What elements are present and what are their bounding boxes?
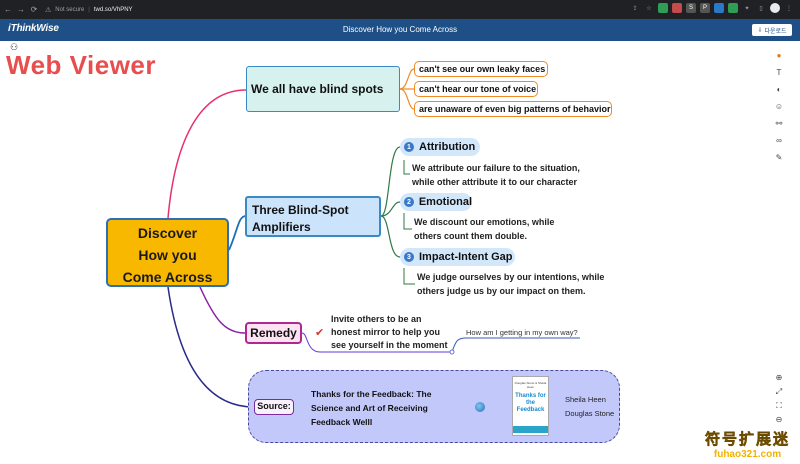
ext-s-icon[interactable]: S bbox=[686, 3, 696, 13]
back-icon[interactable]: ← bbox=[4, 5, 12, 14]
detail-line: Feedback Welll bbox=[311, 417, 373, 427]
watermark-url: fuhao321.com bbox=[713, 449, 782, 460]
download-button[interactable]: ⇩ 다운로드 bbox=[752, 24, 792, 36]
address-bar[interactable]: ⚠ Not secure | twd.so/VhPNY bbox=[45, 6, 133, 14]
fit-icon[interactable]: ⤢ bbox=[775, 387, 783, 396]
share-icon[interactable]: ⇪ bbox=[632, 5, 638, 12]
subtopic-attribution[interactable]: 1 Attribution bbox=[400, 138, 480, 156]
central-line-3: Come Across bbox=[122, 269, 213, 285]
zoom-out-icon[interactable]: ⊖ bbox=[775, 415, 783, 424]
subtopic-emotional[interactable]: 2 Emotional bbox=[400, 193, 472, 211]
central-line-2: How you bbox=[138, 247, 197, 263]
topic-source-label: Source: bbox=[257, 401, 291, 411]
number-badge-icon: 3 bbox=[404, 252, 414, 262]
topic-amplifiers[interactable]: Three Blind-Spot Amplifiers bbox=[245, 196, 381, 237]
detail-line: We attribute our failure to the situatio… bbox=[412, 163, 580, 173]
browser-toolbar: ← → ⟳ ⚠ Not secure | twd.so/VhPNY ⇪ ☆ S … bbox=[0, 0, 800, 19]
ext-green2-icon[interactable] bbox=[728, 3, 738, 13]
remedy-question[interactable]: How am I getting in my own way? bbox=[466, 328, 578, 337]
topic-amplifiers-line-1: Three Blind-Spot bbox=[252, 203, 349, 217]
forward-icon[interactable]: → bbox=[17, 5, 25, 14]
relation-icon[interactable]: ⚯ bbox=[775, 119, 783, 128]
text-icon[interactable]: T bbox=[776, 68, 782, 77]
color-icon[interactable]: ● bbox=[776, 51, 782, 60]
topic-blind-spots-label: We all have blind spots bbox=[251, 82, 384, 96]
blind-spot-item[interactable]: are unaware of even big patterns of beha… bbox=[414, 101, 612, 117]
subtopic-label: Impact-Intent Gap bbox=[419, 251, 513, 263]
zoom-toolbar: ⊕ ⤢ ⛶ ⊖ bbox=[772, 372, 786, 425]
ext-red-icon[interactable] bbox=[672, 3, 682, 13]
ext-green-icon[interactable] bbox=[658, 3, 668, 13]
puzzle-icon[interactable]: ✦ bbox=[744, 5, 750, 12]
checkmark-icon: ✔ bbox=[315, 327, 325, 339]
topic-remedy[interactable]: Remedy bbox=[245, 322, 302, 344]
zoom-in-icon[interactable]: ⊕ bbox=[775, 373, 783, 382]
central-topic[interactable]: Discover How you Come Across bbox=[106, 218, 229, 287]
subtopic-impact-intent[interactable]: 3 Impact-Intent Gap bbox=[400, 248, 515, 266]
extension-icons: ⇪ ☆ S P ✦ ▯ ⋮ bbox=[630, 3, 794, 13]
cover-bar bbox=[513, 426, 548, 433]
cover-authors: Douglas Stone & Sheila Heen bbox=[514, 381, 547, 389]
remedy-detail[interactable]: Invite others to be an honest mirror to … bbox=[331, 313, 461, 352]
author-name[interactable]: Sheila Heen bbox=[565, 395, 606, 404]
users-icon[interactable]: ⚇ bbox=[10, 42, 19, 52]
detail-line: see yourself in the moment bbox=[331, 340, 448, 350]
book-title[interactable]: Thanks for the Feedback: The Science and… bbox=[311, 387, 461, 429]
url-text: twd.so/VhPNY bbox=[93, 6, 133, 13]
detail-line: honest mirror to help you bbox=[331, 327, 441, 337]
emoji-icon[interactable]: ☺ bbox=[774, 102, 784, 111]
topic-source[interactable]: Source: bbox=[254, 399, 294, 415]
author-name[interactable]: Douglas Stone bbox=[565, 409, 615, 418]
reload-icon[interactable]: ⟳ bbox=[30, 5, 38, 14]
link-icon[interactable]: ∞ bbox=[776, 136, 782, 145]
globe-link-icon[interactable] bbox=[475, 402, 485, 412]
watermark: 符号扩展迷 fuhao321.com bbox=[700, 428, 795, 460]
star-icon[interactable]: ☆ bbox=[646, 5, 652, 12]
attribution-detail[interactable]: We attribute our failure to the situatio… bbox=[412, 161, 592, 189]
detail-line: We judge ourselves by our intentions, wh… bbox=[417, 272, 605, 282]
emotional-detail[interactable]: We discount our emotions, while others c… bbox=[414, 215, 564, 243]
detail-line: while other attribute it to our characte… bbox=[412, 177, 578, 187]
right-toolbar: ● T ◐ ☺ ⚯ ∞ ✎ bbox=[772, 50, 786, 163]
topic-blind-spots[interactable]: We all have blind spots bbox=[246, 66, 400, 112]
app-header: iThinkWise Discover How you Come Across … bbox=[0, 19, 800, 41]
ext-p-icon[interactable]: P bbox=[700, 3, 710, 13]
shape-icon[interactable]: ◐ bbox=[776, 85, 782, 94]
subtopic-label: Emotional bbox=[418, 196, 472, 208]
detail-line: Thanks for the Feedback: The bbox=[311, 389, 432, 399]
source-boundary bbox=[248, 370, 620, 443]
watermark-cn: 符号扩展迷 bbox=[704, 431, 790, 449]
page-title: Discover How you Come Across bbox=[342, 25, 458, 34]
pen-icon[interactable]: ✎ bbox=[775, 153, 783, 162]
impact-intent-detail[interactable]: We judge ourselves by our intentions, wh… bbox=[417, 270, 607, 298]
number-badge-icon: 2 bbox=[404, 197, 414, 207]
security-label: Not secure bbox=[55, 6, 85, 13]
fullscreen-icon[interactable]: ⛶ bbox=[776, 401, 782, 410]
ext-blue-icon[interactable] bbox=[714, 3, 724, 13]
download-icon: ⇩ bbox=[757, 27, 763, 34]
blind-spot-item[interactable]: can't hear our tone of voice bbox=[414, 81, 538, 97]
warning-icon: ⚠ bbox=[45, 6, 52, 14]
web-viewer-heading: Web Viewer bbox=[6, 50, 156, 80]
menu-icon[interactable]: ⋮ bbox=[786, 5, 792, 12]
cover-title: Thanks for the Feedback bbox=[515, 393, 546, 413]
detail-line: Invite others to be an bbox=[331, 314, 422, 324]
central-line-1: Discover bbox=[137, 225, 198, 241]
sidebar-icon[interactable]: ▯ bbox=[759, 5, 763, 12]
download-label: 다운로드 bbox=[764, 28, 787, 35]
topic-remedy-label: Remedy bbox=[250, 326, 297, 340]
app-logo[interactable]: iThinkWise bbox=[8, 23, 59, 34]
detail-line: Science and Art of Receiving bbox=[311, 403, 428, 413]
book-cover-image[interactable]: Douglas Stone & Sheila Heen Thanks for t… bbox=[512, 376, 549, 436]
subtopic-label: Attribution bbox=[419, 141, 476, 153]
detail-line: others judge us by our impact on them. bbox=[417, 286, 586, 296]
number-badge-icon: 1 bbox=[404, 142, 414, 152]
topic-amplifiers-line-2: Amplifiers bbox=[252, 220, 311, 234]
blind-spot-item[interactable]: can't see our own leaky faces bbox=[414, 61, 548, 77]
detail-line: We discount our emotions, while bbox=[414, 217, 555, 227]
detail-line: others count them double. bbox=[414, 231, 528, 241]
profile-icon[interactable] bbox=[770, 3, 780, 13]
